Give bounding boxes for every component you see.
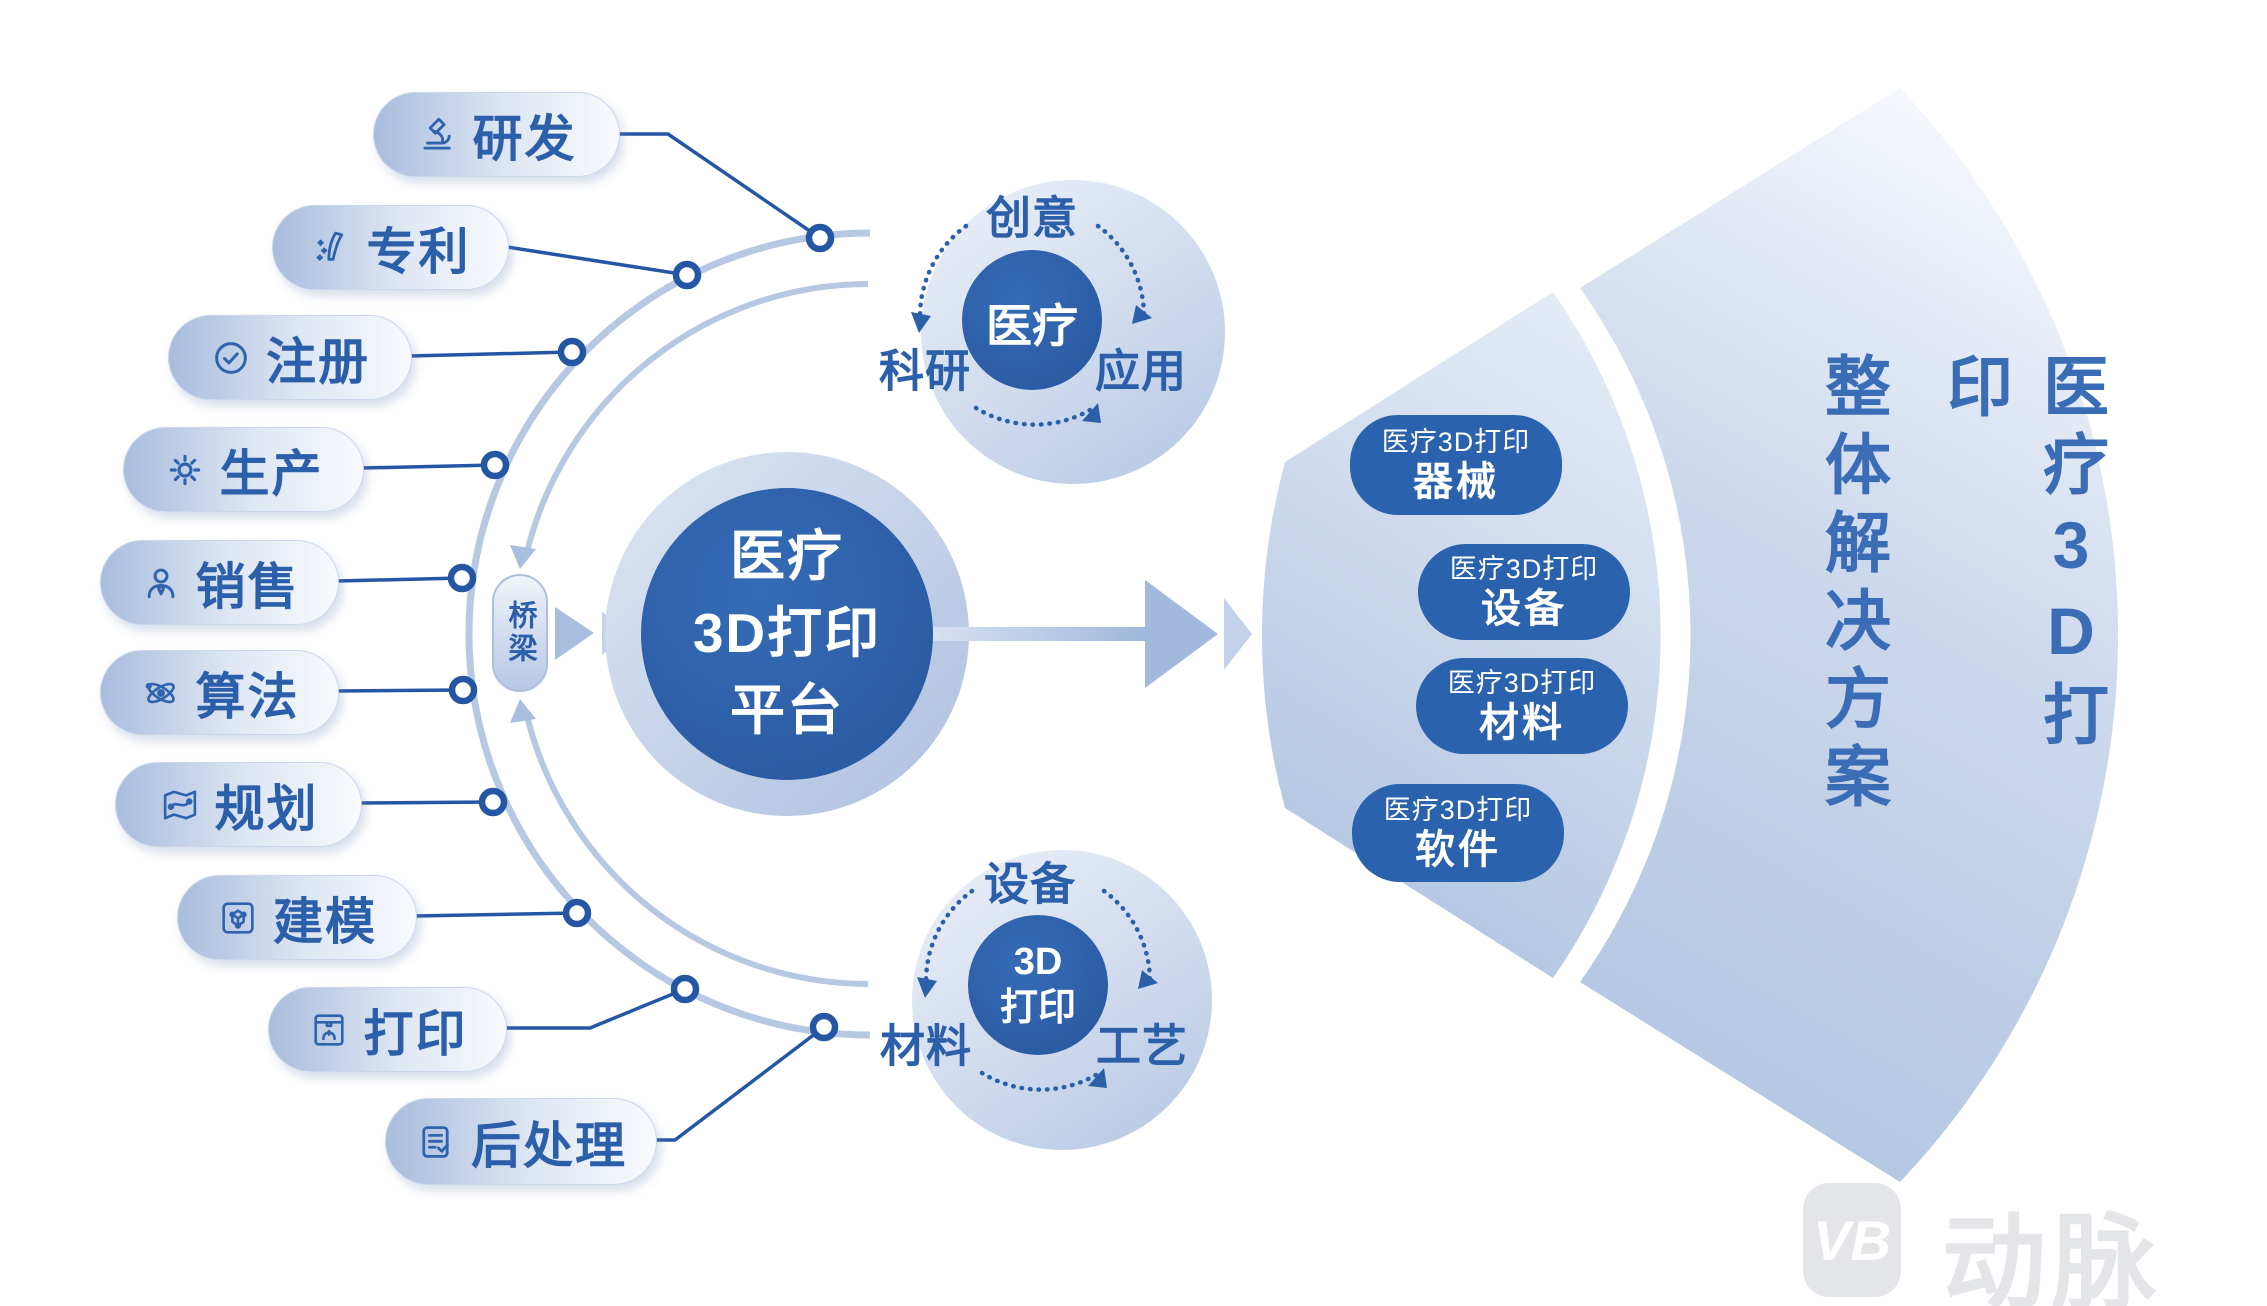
route-map-icon bbox=[159, 784, 201, 826]
pill-patent: 专利 bbox=[272, 205, 509, 290]
pill-label: 研发 bbox=[472, 110, 577, 167]
output-pill-line1: 医疗3D打印 bbox=[1447, 667, 1597, 698]
fan-title-column-left: 整体解决方案 bbox=[1816, 352, 1890, 820]
atom-icon bbox=[140, 672, 182, 714]
bridge-pill: 桥梁 bbox=[492, 574, 548, 692]
printing-cycle-arrowheads bbox=[917, 970, 1158, 1088]
printing-cycle-center-label: 3D 打印 bbox=[958, 939, 1118, 1031]
pill-sales: 销售 bbox=[100, 540, 339, 625]
platform-circle bbox=[641, 488, 933, 780]
pill-label: 算法 bbox=[195, 668, 300, 725]
connector-dots bbox=[447, 223, 839, 1042]
platform-title-line1: 医疗 bbox=[729, 525, 844, 587]
pill-label: 注册 bbox=[266, 333, 370, 390]
printing-center-line1: 3D bbox=[1013, 941, 1063, 983]
platform-title-line3: 平台 bbox=[729, 679, 844, 741]
gear-icon bbox=[164, 449, 206, 491]
fan-title-column-right: 医疗3D打印 bbox=[1938, 352, 2108, 758]
pill-label: 销售 bbox=[195, 558, 300, 615]
output-pill-equipment: 医疗3D打印 设备 bbox=[1418, 544, 1630, 640]
output-pill-line1: 医疗3D打印 bbox=[1381, 426, 1531, 457]
pill-label: 生产 bbox=[219, 445, 324, 502]
pill-planning: 规划 bbox=[115, 762, 362, 847]
pill-label: 打印 bbox=[363, 1005, 468, 1062]
pill-label: 专利 bbox=[366, 223, 471, 280]
output-pill-devices: 医疗3D打印 器械 bbox=[1350, 415, 1562, 515]
person-icon bbox=[140, 562, 182, 604]
inner-arc-top-segment bbox=[524, 281, 869, 553]
output-pill-line2: 设备 bbox=[1481, 586, 1567, 631]
main-arrow-head-small bbox=[1224, 598, 1252, 670]
pill-rd: 研发 bbox=[373, 92, 620, 177]
output-pill-line1: 医疗3D打印 bbox=[1449, 553, 1599, 584]
printing-inner-circle bbox=[968, 915, 1108, 1055]
cycle-label-research: 科研 bbox=[878, 345, 972, 397]
platform-title-line2: 3D打印 bbox=[692, 602, 882, 664]
bridge-label: 桥梁 bbox=[504, 600, 536, 666]
printer-icon bbox=[308, 1009, 350, 1051]
pill-label: 规划 bbox=[214, 780, 319, 837]
pill-printing: 打印 bbox=[268, 987, 507, 1072]
platform-title: 医疗 3D打印 平台 bbox=[637, 518, 937, 749]
cycle-label-creativity: 创意 bbox=[985, 192, 1079, 244]
output-pill-line2: 材料 bbox=[1479, 700, 1565, 745]
vb-logo-text: VB bbox=[1813, 1208, 1891, 1272]
cycle-label-equipment: 设备 bbox=[983, 858, 1077, 910]
inner-arc-bottom-segment bbox=[524, 715, 869, 987]
microscope-icon bbox=[417, 114, 459, 156]
output-pill-software: 医疗3D打印 软件 bbox=[1352, 784, 1564, 882]
output-pill-line1: 医疗3D打印 bbox=[1383, 794, 1533, 825]
bridge-chevron-1 bbox=[555, 607, 594, 660]
fan-title: 医疗3D打印 整体解决方案 bbox=[1792, 352, 2132, 822]
pill-label: 后处理 bbox=[471, 1117, 627, 1174]
pill-modeling: 建模 bbox=[177, 875, 417, 960]
pill-postprocessing: 后处理 bbox=[385, 1098, 657, 1185]
printing-center-line2: 打印 bbox=[999, 987, 1076, 1029]
check-circle-icon bbox=[210, 337, 252, 379]
connector-lines bbox=[336, 132, 826, 1142]
main-arrow-bar bbox=[933, 627, 1145, 641]
watermark-name: 动脉网 bbox=[1942, 1206, 2163, 1306]
pill-algorithm: 算法 bbox=[100, 650, 339, 735]
medical-cycle-arrowheads bbox=[911, 305, 1152, 423]
medical-inner-circle bbox=[962, 250, 1102, 390]
cycle-label-materials: 材料 bbox=[879, 1020, 973, 1072]
pill-production: 生产 bbox=[123, 427, 364, 512]
output-pill-line2: 软件 bbox=[1415, 827, 1501, 872]
cycle-label-application: 应用 bbox=[1094, 345, 1188, 397]
fan-outer-band bbox=[1580, 88, 2119, 1182]
cycle-label-process: 工艺 bbox=[1095, 1020, 1189, 1072]
vb-logo: VB bbox=[1803, 1183, 1901, 1297]
medical-cycle-center-label: 医疗 bbox=[986, 300, 1078, 352]
pill-registration: 注册 bbox=[168, 315, 412, 400]
medical-cycle-arrows bbox=[917, 223, 1147, 427]
patent-pen-icon bbox=[311, 227, 353, 269]
cube-model-icon bbox=[217, 897, 259, 939]
arc-arrowhead-top bbox=[510, 545, 536, 569]
output-pill-materials: 医疗3D打印 材料 bbox=[1416, 658, 1628, 754]
checklist-doc-icon bbox=[415, 1121, 457, 1163]
arc-arrowhead-bottom bbox=[510, 699, 536, 723]
pill-label: 建模 bbox=[273, 893, 377, 950]
main-arrow-head bbox=[1145, 580, 1218, 688]
printing-cycle-arrows bbox=[923, 888, 1153, 1092]
output-pill-line2: 器械 bbox=[1413, 459, 1499, 504]
